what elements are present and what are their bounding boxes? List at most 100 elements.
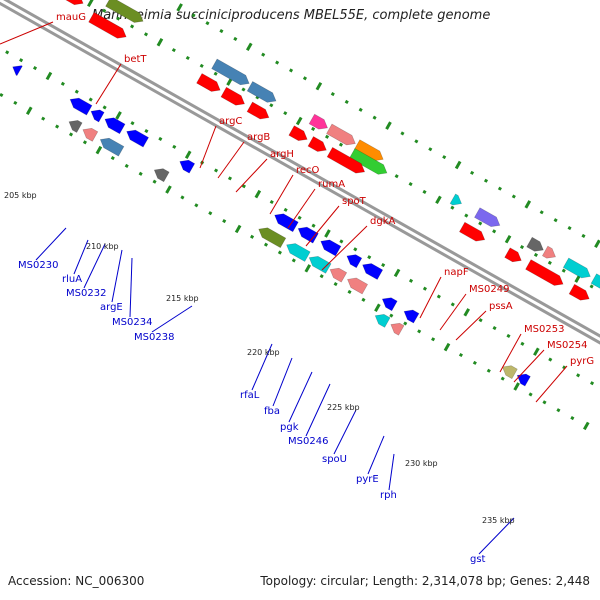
leader-line [73, 239, 89, 275]
tick-mark [539, 210, 544, 215]
tick-mark [116, 16, 121, 21]
tick-mark [428, 147, 433, 152]
gene-arrow [126, 129, 149, 148]
gene-arrow [308, 256, 332, 274]
gene-arrow [12, 65, 23, 77]
gene-arrow [449, 193, 462, 206]
leader-line [535, 365, 568, 403]
gene-arrow [381, 297, 398, 312]
gene-arrow [88, 12, 127, 39]
kbp-label: 220 kbp [247, 348, 280, 357]
leader-line [35, 227, 67, 261]
gene-arrow [502, 365, 518, 380]
gene-label-rlua[interactable]: rluA [62, 274, 82, 285]
gene-label-pgk[interactable]: pgk [280, 422, 299, 433]
gene-arrow [474, 207, 501, 227]
gene-arrow [326, 123, 356, 146]
gene-arrow [288, 125, 308, 141]
kbp-label: 210 kbp [86, 242, 119, 251]
tick-mark [45, 71, 53, 81]
genome-backbone [0, 0, 600, 345]
gene-label-maug[interactable]: mauG [56, 12, 86, 23]
tick-mark [347, 289, 352, 295]
gene-arrow [68, 120, 83, 133]
gene-label-spou[interactable]: spoU [322, 454, 347, 465]
gene-label-spot[interactable]: spoT [342, 196, 367, 207]
kbp-label: 230 kbp [405, 459, 438, 468]
tick-mark [0, 92, 4, 98]
tick-mark [171, 48, 176, 53]
gene-label-ruma[interactable]: rumA [318, 179, 345, 190]
gene-label-napf[interactable]: napF [444, 267, 469, 278]
gene-label-rfal[interactable]: rfaL [240, 390, 260, 401]
tick-mark [250, 234, 255, 239]
gene-arrow [179, 159, 196, 174]
gene-label-ms0234[interactable]: MS0234 [112, 317, 152, 328]
gene-arrow [69, 97, 93, 116]
tick-mark [130, 121, 135, 126]
gene-label-pyre[interactable]: pyrE [356, 474, 379, 485]
tick-mark [385, 121, 392, 130]
tick-mark [511, 194, 516, 199]
gene-label-gst[interactable]: gst [470, 554, 486, 565]
tick-mark [590, 381, 595, 386]
tick-mark [389, 313, 394, 318]
tick-mark [547, 260, 552, 265]
tick-mark [353, 247, 358, 252]
gene-label-ms0246[interactable]: MS0246 [288, 436, 328, 447]
tick-mark [199, 63, 204, 68]
gene-label-dgka[interactable]: dgkA [370, 216, 395, 227]
tick-mark [528, 392, 533, 397]
gene-label-arge[interactable]: argE [100, 302, 123, 313]
gene-arrow [308, 113, 328, 130]
tick-mark [241, 87, 246, 92]
tick-mark [95, 145, 103, 155]
tick-mark [194, 203, 199, 208]
gene-arrow [286, 243, 311, 262]
gene-arrow [403, 309, 420, 324]
tick-mark [372, 115, 377, 120]
tick-mark [553, 218, 558, 223]
tick-mark [219, 29, 224, 34]
tick-mark [124, 163, 129, 168]
gene-arrow [274, 213, 299, 233]
tick-mark [567, 225, 572, 231]
tick-mark [435, 195, 442, 205]
leader-line [321, 225, 368, 271]
gene-arrow [258, 227, 287, 249]
gene-label-argb[interactable]: argB [247, 132, 270, 143]
gene-label-argh[interactable]: argH [270, 149, 294, 160]
gene-label-bett[interactable]: betT [124, 54, 147, 65]
tick-mark [152, 179, 157, 184]
tick-mark [533, 347, 540, 356]
gene-label-rph[interactable]: rph [380, 490, 397, 501]
tick-mark [361, 297, 366, 302]
leader-line [388, 453, 395, 491]
tick-mark [115, 111, 122, 120]
gene-label-ms0254[interactable]: MS0254 [547, 340, 587, 351]
tick-mark [25, 106, 33, 115]
tick-mark [263, 242, 269, 247]
gene-arrow [525, 259, 564, 286]
tick-mark [130, 24, 135, 29]
gene-label-ms0230[interactable]: MS0230 [18, 260, 58, 271]
gene-label-ms0238[interactable]: MS0238 [134, 332, 174, 343]
gene-label-pssa[interactable]: pssA [489, 301, 513, 312]
tick-mark [358, 107, 363, 112]
gene-label-fba[interactable]: fba [264, 406, 280, 417]
gene-label-argc[interactable]: argC [219, 116, 242, 127]
gene-label-ms0232[interactable]: MS0232 [66, 288, 106, 299]
gene-label-reco[interactable]: recO [296, 165, 320, 176]
leader-line [455, 310, 487, 341]
tick-mark [344, 99, 349, 105]
tick-mark [458, 352, 463, 358]
tick-mark [414, 139, 419, 144]
gene-label-ms0253[interactable]: MS0253 [524, 324, 564, 335]
gene-label-ms0249[interactable]: MS0249 [469, 284, 509, 295]
leader-line [419, 276, 442, 319]
gene-arrow [65, 0, 84, 6]
gene-label-pyrg[interactable]: pyrG [570, 356, 594, 367]
tick-mark [102, 8, 107, 13]
tick-mark [19, 58, 24, 63]
